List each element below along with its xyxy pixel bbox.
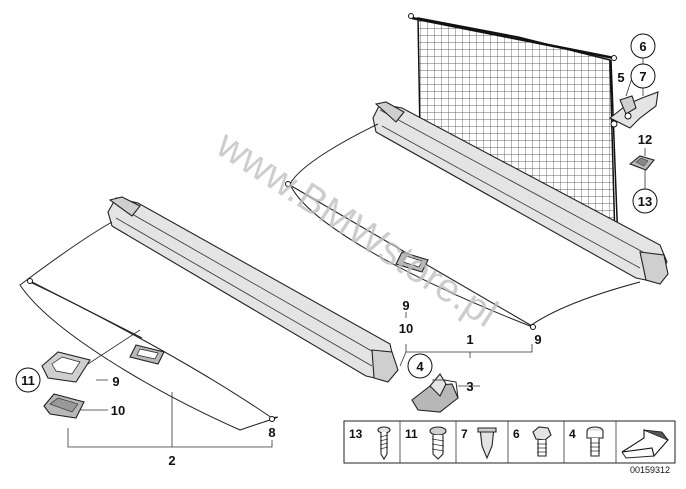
- legend-number-13: 13: [349, 427, 363, 441]
- screw-icon: [377, 426, 391, 461]
- callout-circles: [15, 33, 658, 393]
- spreading-nut-icon: [477, 427, 497, 460]
- handle-cover: [41, 351, 91, 383]
- callout-9-center: 9: [402, 298, 409, 313]
- hex-bolt-icon: [532, 426, 552, 457]
- callout-7: 7: [639, 69, 646, 84]
- callout-2: 2: [168, 453, 175, 468]
- callout-10-left: 10: [111, 403, 125, 418]
- callout-12: 12: [638, 132, 652, 147]
- callout-5: 5: [617, 70, 624, 85]
- roller-blind-right: [285, 101, 669, 330]
- diagram-id: 00159312: [630, 465, 670, 475]
- holder-bracket: [411, 373, 459, 413]
- callout-6: 6: [639, 39, 646, 54]
- callout-13: 13: [638, 194, 652, 209]
- fastener-legend: [343, 420, 676, 464]
- callout-9-left: 9: [112, 374, 119, 389]
- callout-4: 4: [416, 359, 424, 374]
- callout-9-right: 9: [534, 332, 541, 347]
- callout-3: 3: [466, 379, 473, 394]
- handle-insert: [43, 393, 85, 419]
- socket-screw-icon: [586, 426, 604, 457]
- clip: [628, 155, 655, 171]
- direction-arrow-icon: [621, 429, 669, 459]
- callout-1: 1: [466, 332, 473, 347]
- roller-blind-left: [19, 196, 399, 431]
- legend-number-4: 4: [569, 427, 576, 441]
- callout-11: 11: [21, 373, 35, 388]
- callout-10-center: 10: [399, 321, 413, 336]
- expanding-rivet-icon: [429, 426, 447, 460]
- mount-bracket: [608, 91, 659, 129]
- legend-number-6: 6: [513, 427, 520, 441]
- callout-8: 8: [268, 425, 275, 440]
- legend-number-11: 11: [405, 427, 418, 441]
- legend-number-7: 7: [461, 427, 468, 441]
- cargo-net: [408, 13, 619, 245]
